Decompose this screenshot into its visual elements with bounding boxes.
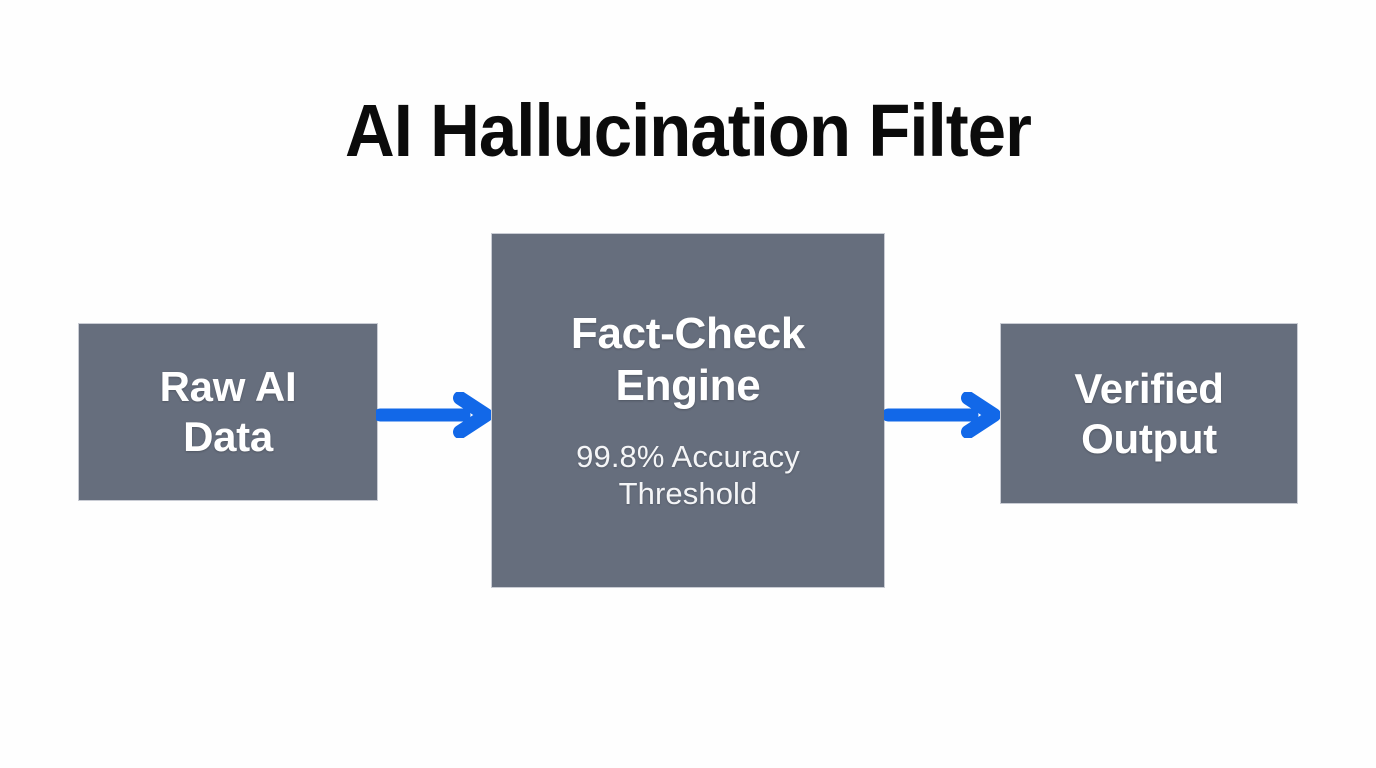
arrow-right-icon-engine-to-output: [884, 392, 1002, 438]
node-fact-check-engine-subtitle: 99.8% Accuracy Threshold: [576, 438, 800, 512]
arrow-right-icon: [884, 392, 1001, 438]
node-verified-output[interactable]: Verified Output: [1000, 323, 1298, 504]
node-fact-check-engine-title: Fact-Check Engine: [570, 308, 806, 410]
page-title: AI Hallucination Filter: [344, 89, 1032, 172]
node-verified-output-title: Verified Output: [1074, 364, 1224, 462]
arrow-right-icon-raw-to-engine: [376, 392, 494, 438]
node-raw-ai-data-title: Raw AI Data: [159, 363, 297, 460]
arrow-right-icon: [376, 392, 493, 438]
node-fact-check-engine[interactable]: Fact-Check Engine 99.8% Accuracy Thresho…: [491, 233, 885, 588]
node-raw-ai-data[interactable]: Raw AI Data: [78, 323, 378, 501]
